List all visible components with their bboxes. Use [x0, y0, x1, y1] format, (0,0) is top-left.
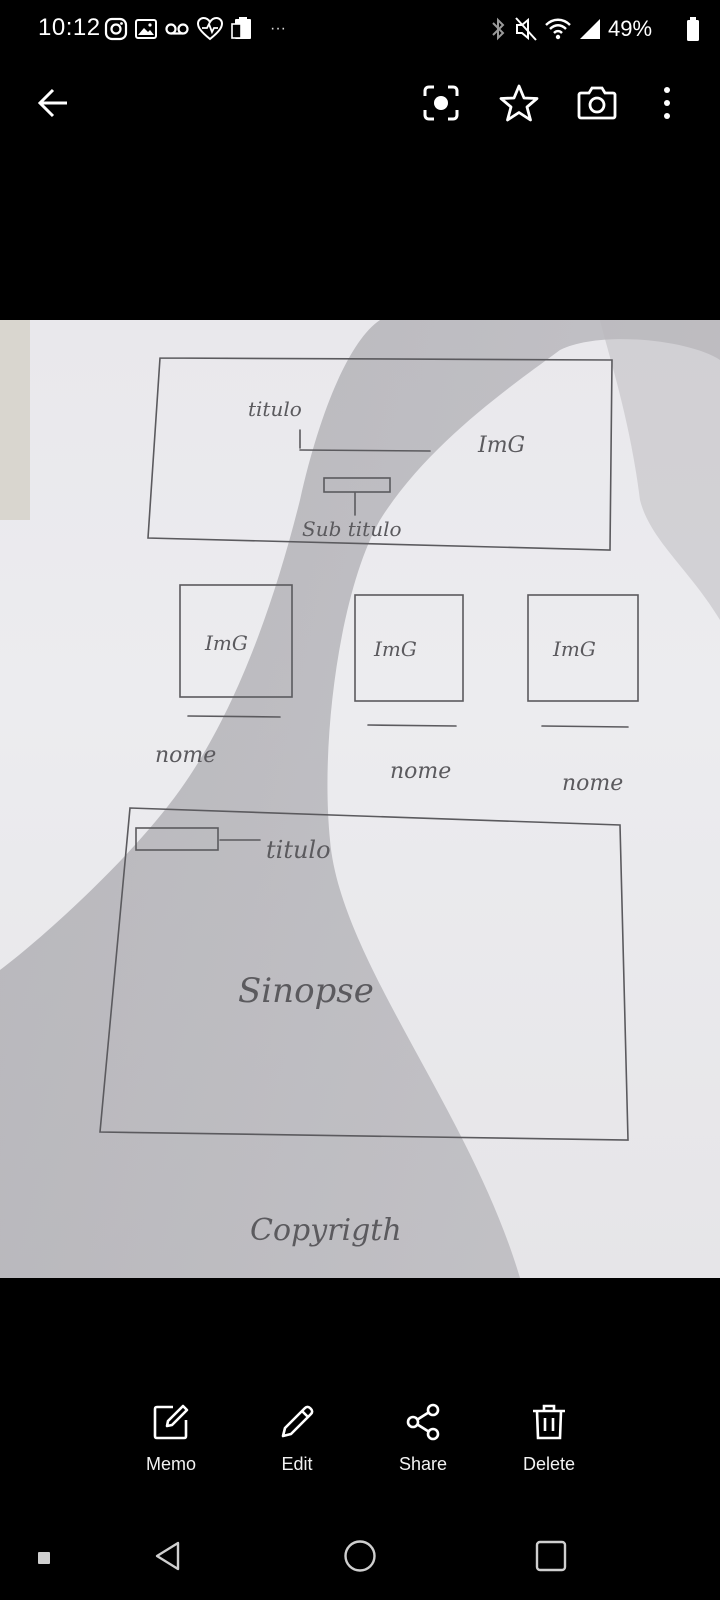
sketch-section-title: titulo [266, 836, 331, 864]
memo-icon [149, 1400, 193, 1444]
sketch-photo: titulo ImG Sub titulo ImG ImG ImG nome n… [0, 320, 720, 1278]
sketch-section-body: Sinopse [238, 971, 374, 1011]
scan-icon [422, 84, 460, 127]
sketch-header-title: titulo [248, 397, 302, 421]
sketch-card-img-3: ImG [552, 637, 596, 661]
nav-home-button[interactable] [332, 1530, 388, 1586]
signal-icon [578, 18, 602, 40]
sketch-header-img: ImG [477, 433, 525, 458]
heart-rate-icon [196, 16, 224, 42]
gallery-icon [134, 17, 158, 41]
share-button[interactable]: Share [368, 1400, 478, 1490]
battery-percent: 49% [608, 16, 653, 41]
more-notifications-indicator: ··· [270, 20, 286, 37]
mute-icon [514, 16, 538, 42]
sketch-header-subtitle: Sub titulo [302, 517, 402, 541]
edit-label: Edit [281, 1454, 313, 1474]
wifi-icon [544, 16, 572, 42]
delete-label: Delete [522, 1454, 576, 1474]
photo-view[interactable]: titulo ImG Sub titulo ImG ImG ImG nome n… [0, 320, 720, 1278]
camera-button[interactable] [566, 74, 628, 136]
bluetooth-icon [490, 16, 506, 42]
back-button[interactable] [22, 74, 84, 136]
camera-icon [577, 85, 617, 126]
sketch-footer: Copyrigth [250, 1213, 402, 1248]
back-arrow-icon [36, 86, 70, 125]
nav-indicator-dot [38, 1552, 50, 1564]
status-bar: 10:12 ··· 49% [0, 0, 720, 58]
back-triangle-icon [152, 1540, 184, 1577]
more-vert-icon [662, 85, 672, 126]
favorite-button[interactable] [488, 74, 550, 136]
battery-icon [686, 16, 700, 42]
pencil-icon [275, 1400, 319, 1444]
viewer-top-bar [0, 74, 720, 136]
share-label: Share [398, 1454, 448, 1474]
recents-square-icon [535, 1540, 567, 1577]
instagram-icon [104, 17, 128, 41]
more-options-button[interactable] [636, 74, 698, 136]
star-icon [499, 83, 539, 128]
system-status: 49% [490, 14, 720, 44]
edit-button[interactable]: Edit [242, 1400, 352, 1490]
sketch-card-img-2: ImG [373, 637, 417, 661]
sketch-card-name-1: nome [155, 743, 216, 768]
status-time: 10:12 [38, 14, 101, 41]
trash-icon [527, 1400, 571, 1444]
share-icon [401, 1400, 445, 1444]
scan-button[interactable] [410, 74, 472, 136]
notification-icons: ··· [104, 14, 286, 44]
nav-back-button[interactable] [140, 1530, 196, 1586]
sketch-card-name-3: nome [562, 771, 623, 796]
delete-button[interactable]: Delete [494, 1400, 604, 1490]
clipboard-icon [230, 16, 254, 42]
home-circle-icon [343, 1539, 377, 1578]
system-navigation-bar [0, 1530, 720, 1586]
sketch-card-img-1: ImG [204, 631, 248, 655]
photo-action-bar: Memo Edit Share Delete [0, 1400, 720, 1490]
memo-button[interactable]: Memo [116, 1400, 226, 1490]
voicemail-icon [164, 17, 190, 41]
memo-label: Memo [145, 1454, 196, 1474]
nav-recents-button[interactable] [523, 1530, 579, 1586]
sketch-card-name-2: nome [390, 759, 451, 784]
